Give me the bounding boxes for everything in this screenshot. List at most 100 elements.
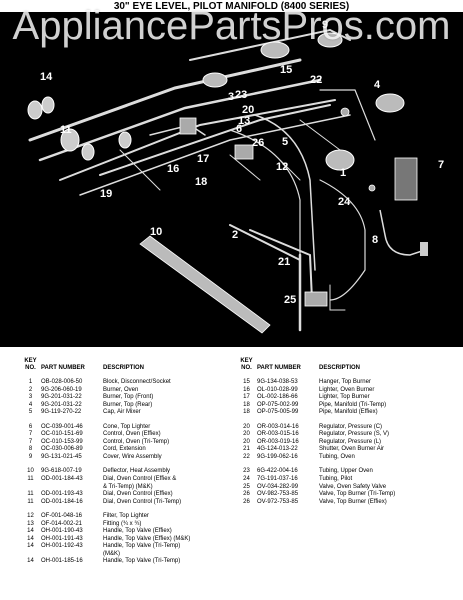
part-number-cell: OD-001-184-43	[41, 476, 83, 483]
description-cell: Pipe, Manifold (Effiex)	[319, 409, 378, 416]
handle-top-valve-1	[27, 100, 43, 120]
part-number-cell: 9G-131-021-45	[41, 453, 82, 460]
table-header-key-line1: KEY	[24, 358, 37, 364]
callout-22: 22	[310, 74, 322, 86]
description-cell: Shutter, Oven Burner Air	[319, 446, 385, 453]
callout-21: 21	[278, 256, 290, 268]
description-cell: Handle, Top Valve (Effiex)	[103, 528, 172, 535]
group-spacer	[20, 372, 235, 379]
handle-top-valve-4	[118, 131, 132, 149]
part-number-cell: OC-030-006-89	[41, 446, 83, 453]
key-cell: 11	[27, 476, 34, 483]
parts-list-left: KEY NO. PART NUMBER DESCRIPTION 1 OB-028-…	[20, 358, 235, 566]
description-cell: Lighter, Top Burner	[319, 394, 370, 401]
callout-14: 14	[40, 71, 53, 83]
part-number-cell: 9G-206-060-19	[41, 386, 82, 393]
callout-labels: 1234567891011121314151617181920212223242…	[40, 19, 444, 306]
part-number-cell	[41, 484, 103, 492]
key-cell: 14	[27, 543, 34, 550]
top-burner-rear-right	[317, 32, 343, 48]
key-cell: 16	[243, 386, 250, 393]
callout-1: 1	[340, 167, 346, 179]
key-cell: 15	[243, 379, 250, 385]
description-cell: Lighter, Oven Burner	[319, 386, 375, 393]
key-cell: 10	[27, 468, 34, 475]
top-burner-rear-left	[260, 41, 290, 59]
callout-23: 23	[235, 89, 247, 101]
table-row: 15 9G-134-038-53 Hanger, Top Burner	[236, 379, 461, 387]
description-cell: Burner, Oven	[103, 386, 139, 393]
callout-8: 8	[372, 234, 378, 246]
callout-25: 25	[284, 294, 296, 306]
part-number-cell: 9G-134-038-53	[257, 379, 298, 385]
description-cell: Dial, Oven Control (Effiex)	[103, 491, 173, 498]
cord-plug	[420, 242, 428, 256]
table-header-right: NO. PART NUMBER DESCRIPTION	[236, 365, 461, 372]
parts-list-right: KEY NO. PART NUMBER DESCRIPTION 15 9G-134…	[236, 358, 461, 506]
description-cell: Block, Disconnect/Socket	[103, 379, 171, 385]
callout-13: 13	[238, 115, 250, 127]
key-cell: 20	[243, 438, 250, 445]
table-header: NO. PART NUMBER DESCRIPTION	[20, 365, 235, 372]
description-cell: Deflector, Heat Assembly	[103, 468, 171, 475]
part-number-cell: OD-001-184-16	[41, 498, 83, 505]
part-number-cell: 9G-618-007-19	[41, 468, 82, 475]
handle-top-valve-2	[41, 96, 55, 114]
part-number-cell: OR-003-014-16	[257, 423, 299, 430]
callout-12: 12	[276, 161, 288, 173]
key-cell: 18	[243, 409, 250, 416]
callout-5: 5	[282, 136, 288, 148]
description-cell: Filter, Top Lighter	[103, 513, 149, 520]
description-cell: Burner, Top (Front)	[103, 394, 154, 401]
group-spacer	[20, 417, 235, 424]
group-spacer	[20, 506, 235, 513]
part-number-cell: OL-002-186-66	[257, 394, 298, 401]
part-number-cell: OB-028-006-50	[41, 379, 83, 385]
header-key: NO.	[25, 365, 36, 371]
key-cell: 5	[28, 409, 33, 416]
description-cell: Hanger, Top Burner	[319, 379, 371, 385]
description-cell: & Tri-Temp) (M&K)	[103, 483, 153, 490]
group-spacer	[20, 461, 235, 468]
description-cell: Regulator, Pressure (L)	[319, 438, 382, 445]
pressure-regulator	[179, 117, 197, 135]
callout-18: 18	[195, 176, 207, 188]
part-number-cell: OH-001-190-43	[41, 528, 83, 535]
description-cell: Dial, Oven Control (Effiex &	[103, 476, 177, 483]
part-number-cell: OL-010-028-99	[257, 386, 298, 393]
key-cell: 1	[28, 379, 33, 385]
table-header-key-line1-right: KEY	[240, 358, 253, 364]
key-cell: 23	[243, 468, 250, 475]
description-cell: Valve, Top Burner (Effiex)	[319, 498, 387, 505]
header-description: DESCRIPTION	[103, 365, 145, 371]
key-cell	[20, 551, 41, 559]
part-number-cell: 9G-199-062-16	[257, 453, 298, 460]
header-part-number: PART NUMBER	[41, 365, 85, 371]
part-number-cell: OC-010-153-99	[41, 438, 83, 445]
description-cell: Cone, Top Lighter	[103, 423, 151, 430]
key-cell: 20	[243, 423, 250, 430]
valve-handles	[27, 96, 132, 161]
key-cell: 24	[243, 476, 250, 483]
extension-cord	[379, 209, 426, 256]
part-number-cell: OV-972-753-85	[257, 498, 299, 505]
